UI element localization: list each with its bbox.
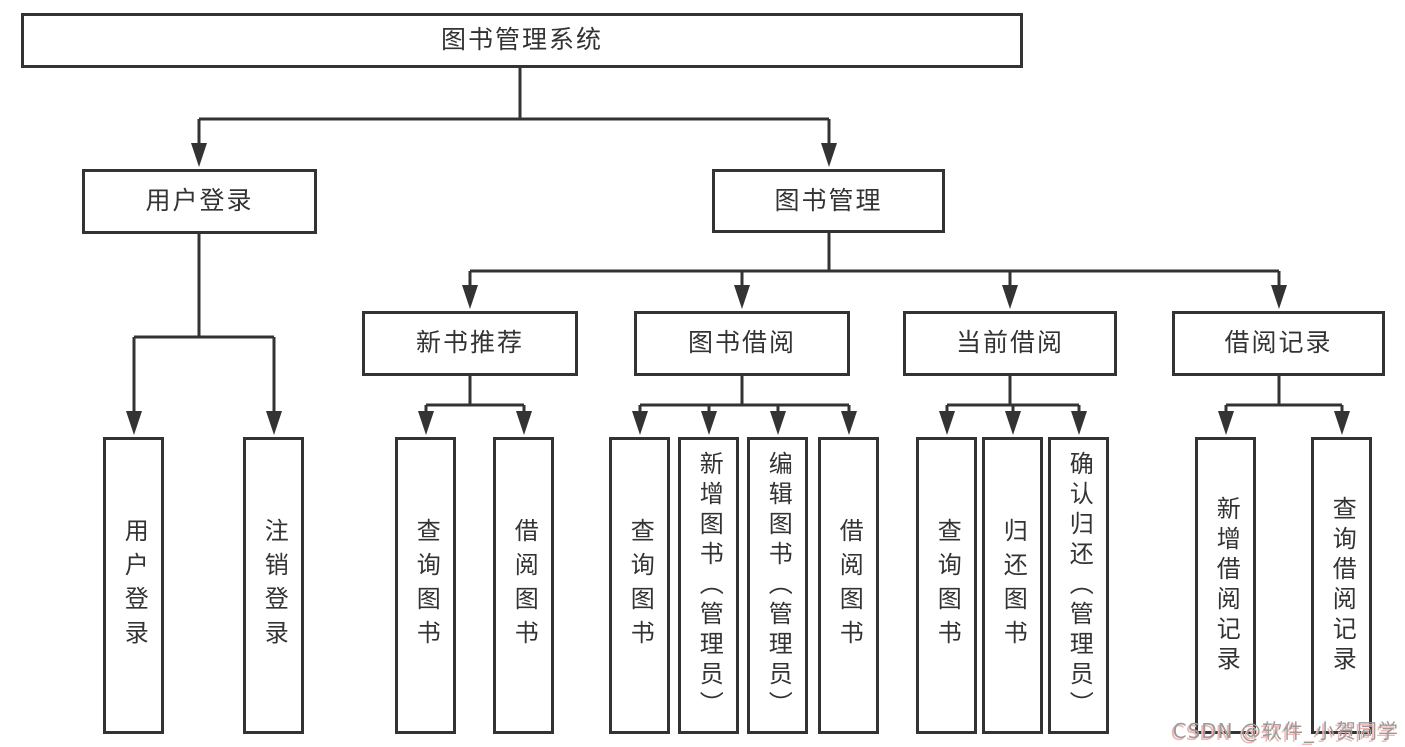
node-leaf-user-login: 用户登录 — [103, 437, 164, 734]
node-new-books: 新书推荐 — [362, 311, 578, 376]
node-book-borrow: 图书借阅 — [634, 311, 850, 376]
node-leaf-cb-query: 查询图书 — [916, 437, 977, 734]
node-leaf-logout: 注销登录 — [243, 437, 304, 734]
node-current-borrow: 当前借阅 — [903, 311, 1117, 376]
node-leaf-bb-add: 新增图书（管理员） — [678, 437, 739, 734]
node-leaf-cb-confirm: 确认归还（管理员） — [1048, 437, 1109, 734]
csdn-watermark: CSDN @软件_小贺同学 — [1172, 719, 1399, 743]
node-root: 图书管理系统 — [21, 13, 1023, 68]
node-user-login: 用户登录 — [82, 169, 317, 234]
node-leaf-bb-query: 查询图书 — [609, 437, 670, 734]
node-leaf-nb-query: 查询图书 — [395, 437, 456, 734]
node-leaf-br-query: 查询借阅记录 — [1311, 437, 1372, 734]
node-leaf-bb-borrow: 借阅图书 — [818, 437, 879, 734]
node-leaf-br-add: 新增借阅记录 — [1195, 437, 1256, 734]
node-leaf-bb-edit: 编辑图书（管理员） — [747, 437, 808, 734]
node-book-mgmt: 图书管理 — [712, 169, 945, 233]
node-leaf-nb-borrow: 借阅图书 — [493, 437, 554, 734]
node-leaf-cb-return: 归还图书 — [982, 437, 1043, 734]
node-borrow-records: 借阅记录 — [1172, 311, 1385, 376]
